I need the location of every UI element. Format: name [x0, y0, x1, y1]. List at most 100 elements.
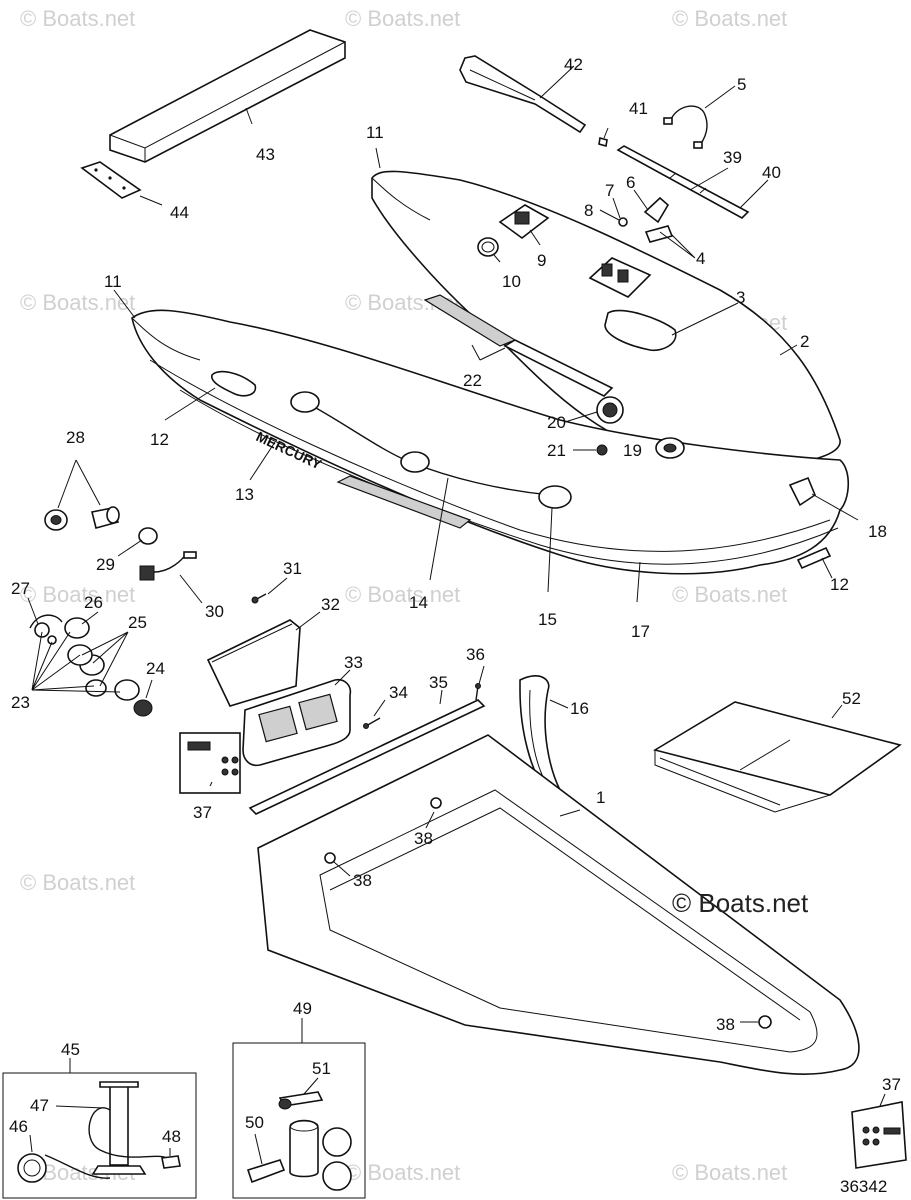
callout-48: 48	[162, 1127, 181, 1146]
o-ring	[477, 237, 499, 257]
floor-hull	[257, 734, 860, 1075]
screw	[475, 683, 481, 701]
callout-30: 30	[205, 602, 224, 621]
callout-29: 29	[96, 555, 115, 574]
callout-13: 13	[235, 485, 254, 504]
trim-strip	[248, 699, 486, 815]
seat-bench	[109, 29, 346, 163]
callout-27: 27	[11, 579, 30, 598]
callout-38-a: 38	[414, 829, 433, 848]
callout-1: 1	[596, 788, 605, 807]
thwart-rails	[423, 294, 614, 397]
repair-kit-box	[232, 1042, 366, 1199]
pump-kit-box	[2, 1072, 197, 1199]
callout-33: 33	[344, 653, 363, 672]
watermark: © Boats.net	[345, 582, 460, 607]
callout-43: 43	[256, 145, 275, 164]
screw	[363, 717, 381, 729]
callout-36: 36	[466, 645, 485, 664]
callout-12-rear: 12	[830, 575, 849, 594]
callout-38-c: 38	[716, 1015, 735, 1034]
step-pad	[242, 678, 352, 767]
callout-35: 35	[429, 673, 448, 692]
callout-45: 45	[61, 1040, 80, 1059]
watermark: © Boats.net	[20, 582, 135, 607]
callout-38-b: 38	[353, 871, 372, 890]
callout-25: 25	[128, 613, 147, 632]
callout-11-upper: 11	[366, 123, 384, 142]
diagram-number: 36342	[840, 1177, 887, 1196]
callout-46: 46	[9, 1117, 28, 1136]
callout-6: 6	[626, 173, 635, 192]
valve-fittings	[618, 196, 674, 243]
oar-shaft	[616, 145, 750, 219]
watermark: © Boats.net	[345, 1160, 460, 1185]
boat-cover	[652, 701, 902, 813]
callout-37-a: 37	[193, 803, 212, 822]
callout-50: 50	[245, 1113, 264, 1132]
watermark: © Boats.net	[672, 582, 787, 607]
callout-51: 51	[312, 1059, 331, 1078]
callout-3: 3	[736, 288, 745, 307]
callout-39: 39	[723, 148, 742, 167]
oar-pin	[598, 136, 608, 148]
callout-15: 15	[538, 610, 557, 629]
callout-31: 31	[283, 559, 302, 578]
nut-fitting	[44, 506, 120, 531]
valve-block	[588, 257, 652, 298]
callout-24: 24	[146, 659, 165, 678]
callout-42: 42	[564, 55, 583, 74]
callout-4: 4	[696, 249, 705, 268]
copyright-label: © Boats.net	[672, 888, 809, 918]
callout-26: 26	[84, 593, 103, 612]
callout-7: 7	[605, 181, 614, 200]
watermark: © Boats.net	[672, 1160, 787, 1185]
seat-bracket	[80, 161, 142, 199]
watermark: © Boats.net	[20, 290, 135, 315]
watermark: © Boats.net	[345, 6, 460, 31]
screw	[251, 593, 267, 604]
callout-28: 28	[66, 428, 85, 447]
callout-5: 5	[737, 75, 746, 94]
callout-47: 47	[30, 1096, 49, 1115]
watermark: © Boats.net	[20, 870, 135, 895]
callout-8: 8	[584, 201, 593, 220]
callout-52: 52	[842, 689, 861, 708]
callout-49: 49	[293, 999, 312, 1018]
callouts: 42 5 41 39 40 6 7 8 4 9 10 11 43 44 3 2 …	[9, 55, 901, 1146]
callout-34: 34	[389, 683, 408, 702]
callout-32: 32	[321, 595, 340, 614]
callout-18: 18	[868, 522, 887, 541]
callout-2: 2	[800, 332, 809, 351]
safety-cable	[663, 105, 708, 149]
leader-lines	[27, 65, 886, 1165]
repair-patch-card	[851, 1101, 907, 1169]
oar-blade	[459, 55, 587, 134]
repair-patch-card	[179, 732, 241, 794]
callout-20: 20	[547, 413, 566, 432]
watermark: © Boats.net	[672, 6, 787, 31]
valve-base	[498, 204, 550, 239]
pontoon-hull: MERCURY	[131, 309, 850, 575]
callout-12-front: 12	[150, 430, 169, 449]
plug-cord	[139, 551, 197, 581]
callout-21: 21	[547, 441, 566, 460]
watermarks: © Boats.net © Boats.net © Boats.net © Bo…	[20, 6, 787, 1185]
callout-41: 41	[629, 99, 648, 118]
transom-plate	[206, 619, 301, 707]
watermark: © Boats.net	[20, 6, 135, 31]
callout-23: 23	[11, 693, 30, 712]
callout-19: 19	[623, 441, 642, 460]
callout-44: 44	[170, 203, 189, 222]
callout-40: 40	[762, 163, 781, 182]
callout-11-lower: 11	[104, 272, 122, 291]
callout-14: 14	[409, 593, 428, 612]
callout-37-b: 37	[882, 1075, 901, 1094]
callout-10: 10	[502, 272, 521, 291]
callout-17: 17	[631, 622, 650, 641]
callout-9: 9	[537, 251, 546, 270]
callout-16: 16	[570, 699, 589, 718]
cap	[138, 527, 158, 545]
callout-22: 22	[463, 371, 482, 390]
